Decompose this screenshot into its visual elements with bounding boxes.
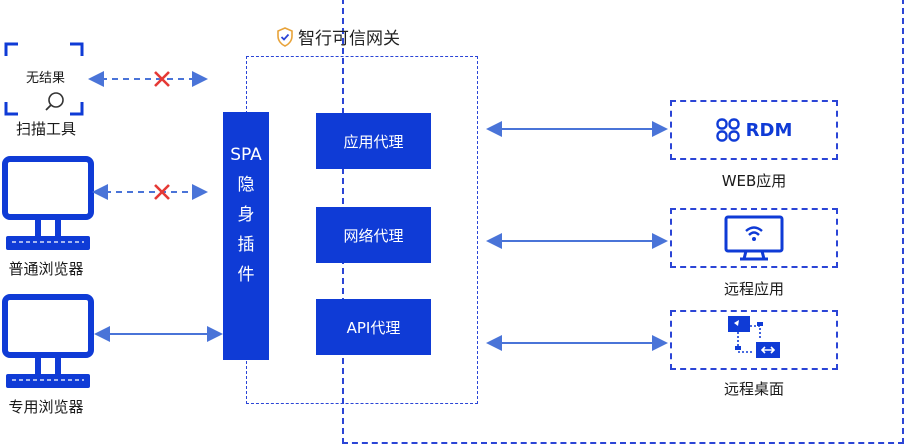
web-app-box: RDM — [670, 100, 838, 160]
monitor-wifi-icon — [724, 215, 784, 261]
computer-icon — [2, 294, 94, 388]
network-proxy: 网络代理 — [316, 207, 431, 263]
spa-char: 件 — [237, 265, 255, 285]
dedicated-browser-computer — [2, 294, 94, 398]
remote-desktop-label: 远程桌面 — [723, 380, 785, 398]
normal-browser-computer — [2, 156, 94, 260]
blocked-x-icon — [154, 71, 170, 87]
web-app-label: WEB应用 — [721, 172, 787, 190]
gateway-title-text: 智行可信网关 — [298, 29, 400, 49]
spa-char: 身 — [237, 205, 255, 225]
rdm-logo-text: RDM — [745, 119, 793, 141]
network-proxy-label: 网络代理 — [343, 226, 404, 245]
rdm-logo-icon — [715, 118, 740, 142]
scanner-label: 扫描工具 — [15, 120, 77, 138]
gateway-title: 智行可信网关 — [276, 24, 400, 49]
shield-check-icon — [277, 26, 293, 47]
rdm-logo: RDM — [715, 118, 793, 142]
spa-plugin: SPA 隐 身 插 件 — [223, 112, 269, 360]
normal-browser-label: 普通浏览器 — [8, 260, 84, 278]
api-proxy-label: API代理 — [346, 318, 401, 337]
scanner-frame: 无结果 — [4, 42, 84, 116]
app-proxy-label: 应用代理 — [343, 132, 404, 151]
scanner-result-text: 无结果 — [26, 71, 66, 86]
remote-desktop-box — [670, 310, 838, 370]
spa-char: 插 — [237, 235, 255, 255]
remote-desktop-icon — [728, 316, 780, 358]
blocked-x-icon — [154, 184, 170, 200]
remote-app-box — [670, 208, 838, 268]
scan-frame-icon — [4, 42, 84, 116]
app-proxy: 应用代理 — [316, 113, 431, 169]
api-proxy: API代理 — [316, 299, 431, 355]
remote-app-label: 远程应用 — [723, 280, 785, 298]
computer-icon — [2, 156, 94, 250]
spa-char: SPA — [230, 145, 262, 165]
spa-char: 隐 — [237, 175, 255, 195]
dedicated-browser-label: 专用浏览器 — [8, 398, 84, 416]
